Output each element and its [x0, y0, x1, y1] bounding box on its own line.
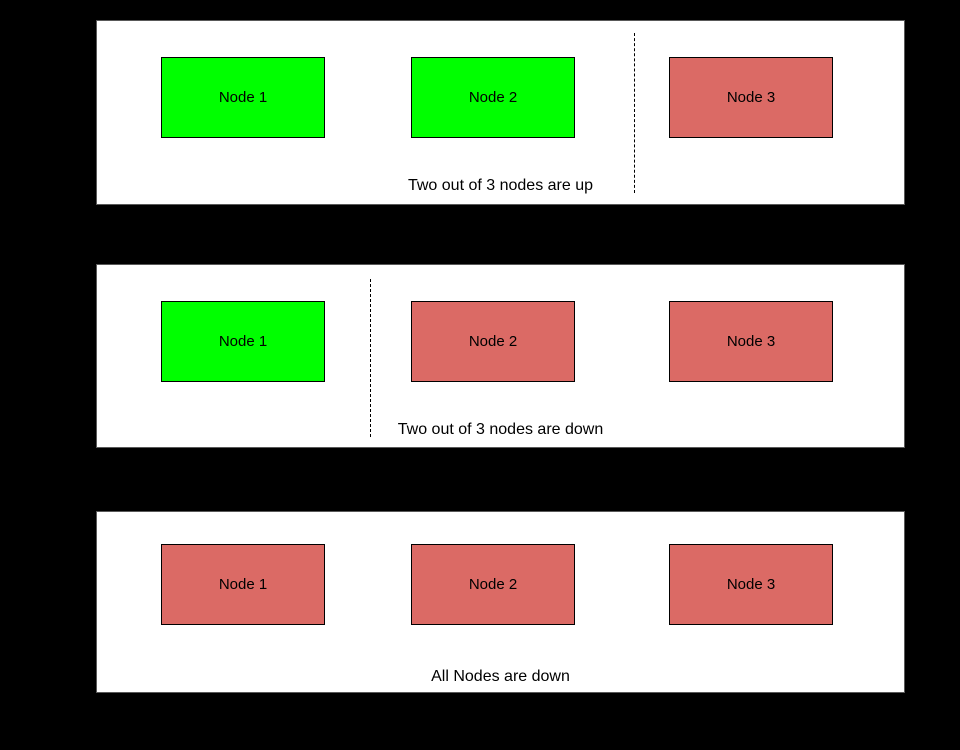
- node-label: Node 3: [726, 576, 776, 593]
- caption-line-2: Majority Fails & Cluster Stops: [395, 710, 606, 727]
- node-box-1: Node 1: [161, 57, 325, 138]
- node-label: Node 3: [726, 89, 776, 106]
- node-box-3: Node 3: [669, 57, 833, 138]
- node-label: Node 1: [218, 89, 268, 106]
- caption-line-2: Majority Fails & Cluster Stops: [395, 463, 606, 480]
- panel-majority-down: Node 1 Node 2 Node 3 Two out of 3 nodes …: [96, 264, 905, 480]
- node-box-1: Node 1: [161, 544, 325, 625]
- quorum-divider-line: [370, 279, 371, 437]
- caption-line-1: Two out of 3 nodes are down: [397, 421, 604, 438]
- panel-caption: Two out of 3 nodes are up , Majority Win…: [97, 154, 904, 259]
- node-label: Node 2: [468, 333, 518, 350]
- slide-background: { "colors": { "background": "#000000", "…: [96, 20, 905, 727]
- node-label: Node 2: [468, 89, 518, 106]
- node-box-2: Node 2: [411, 57, 575, 138]
- panel-caption: All Nodes are down Majority Fails & Clus…: [97, 645, 904, 750]
- caption-line-1: All Nodes are down: [431, 668, 570, 685]
- caption-line-1: Two out of 3 nodes are up: [407, 177, 593, 194]
- node-box-1: Node 1: [161, 301, 325, 382]
- panel-majority-up: Node 1 Node 2 Node 3 Two out of 3 nodes …: [96, 20, 905, 236]
- panel-caption: Two out of 3 nodes are down Majority Fai…: [97, 398, 904, 503]
- node-box-3: Node 3: [669, 301, 833, 382]
- node-box-2: Node 2: [411, 301, 575, 382]
- caption-line-2: , Majority Wins & Cluster Runs: [392, 219, 609, 236]
- node-label: Node 3: [726, 333, 776, 350]
- node-box-2: Node 2: [411, 544, 575, 625]
- node-label: Node 2: [468, 576, 518, 593]
- node-label: Node 1: [218, 333, 268, 350]
- quorum-divider-line: [634, 33, 635, 193]
- panel-all-down: Node 1 Node 2 Node 3 All Nodes are down …: [96, 511, 905, 727]
- node-label: Node 1: [218, 576, 268, 593]
- node-box-3: Node 3: [669, 544, 833, 625]
